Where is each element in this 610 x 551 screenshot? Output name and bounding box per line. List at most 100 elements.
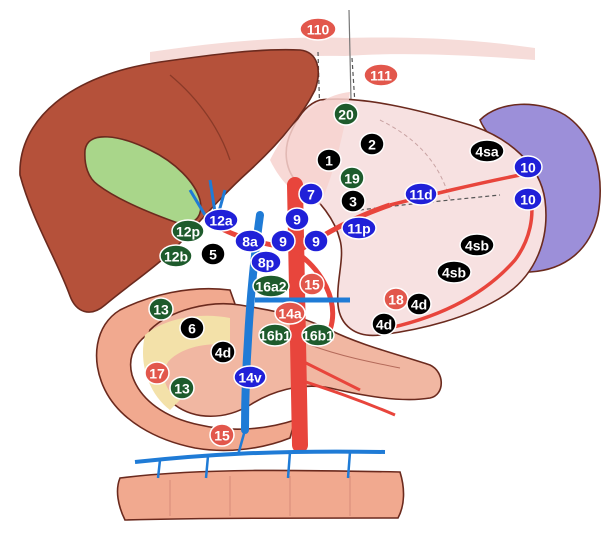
duodenum bbox=[95, 287, 297, 452]
node-label-text: 14a bbox=[278, 306, 302, 322]
node-badge bbox=[284, 207, 310, 231]
jejunum bbox=[116, 469, 405, 521]
lesser-omentum bbox=[270, 92, 350, 205]
node-badge bbox=[469, 139, 505, 163]
node-badge bbox=[513, 155, 543, 179]
node-label-text: 1 bbox=[325, 153, 333, 169]
node-label-text: 2 bbox=[368, 137, 376, 153]
node-badge bbox=[513, 187, 543, 211]
node-label-text: 4sb bbox=[465, 238, 489, 254]
node-label-9: 9 bbox=[270, 229, 296, 253]
node-label-text: 12p bbox=[176, 224, 200, 240]
jejunum-folds bbox=[169, 476, 351, 516]
node-badge bbox=[340, 189, 366, 213]
node-label-text: 4d bbox=[215, 345, 231, 361]
node-label-18: 18 bbox=[383, 287, 409, 311]
node-label-12a: 12a bbox=[203, 208, 239, 232]
node-label-text: 20 bbox=[338, 107, 354, 123]
node-badge bbox=[436, 260, 472, 284]
node-badge bbox=[169, 376, 195, 400]
node-badge bbox=[371, 312, 397, 336]
mesenteric-artery-branches bbox=[299, 358, 396, 417]
node-label-4d: 4d bbox=[210, 340, 236, 364]
node-label-text: 4d bbox=[411, 297, 427, 313]
node-badge bbox=[299, 272, 325, 296]
pancreatic-duct bbox=[309, 344, 401, 369]
node-label-text: 19 bbox=[344, 171, 360, 187]
node-label-text: 8a bbox=[242, 234, 258, 250]
node-label-2: 2 bbox=[359, 132, 385, 156]
node-label-5: 5 bbox=[200, 242, 226, 266]
node-label-16b1: 16b1 bbox=[301, 323, 335, 347]
node-label-text: 4sa bbox=[475, 144, 499, 160]
node-badge bbox=[250, 250, 282, 274]
node-label-text: 9 bbox=[293, 212, 301, 228]
node-label-13: 13 bbox=[169, 376, 195, 400]
node-badge bbox=[359, 132, 385, 156]
node-label-4d: 4d bbox=[371, 312, 397, 336]
diaphragm-midline bbox=[348, 9, 352, 101]
node-label-text: 111 bbox=[370, 68, 392, 84]
node-badge bbox=[171, 219, 205, 243]
node-badge bbox=[234, 229, 266, 253]
node-label-text: 12a bbox=[209, 213, 233, 229]
node-label-text: 9 bbox=[279, 234, 287, 250]
node-label-10: 10 bbox=[513, 155, 543, 179]
node-label-14v: 14v bbox=[233, 365, 267, 389]
node-label-text: 12b bbox=[164, 249, 188, 265]
node-label-7: 7 bbox=[298, 182, 324, 206]
node-label-12b: 12b bbox=[159, 244, 193, 268]
node-badge bbox=[179, 316, 205, 340]
node-badge bbox=[144, 361, 170, 385]
node-badge bbox=[298, 182, 324, 206]
stomach-rugae-line bbox=[379, 119, 451, 201]
node-label-6: 6 bbox=[179, 316, 205, 340]
node-label-3: 3 bbox=[340, 189, 366, 213]
node-badge bbox=[339, 166, 365, 190]
node-badge bbox=[252, 274, 290, 298]
node-badge bbox=[406, 292, 432, 316]
node-label-11p: 11p bbox=[341, 216, 377, 240]
node-label-11d: 11d bbox=[404, 182, 438, 206]
node-label-4sb: 4sb bbox=[436, 260, 472, 284]
node-label-text: 14v bbox=[238, 370, 262, 386]
node-label-text: 8p bbox=[258, 255, 274, 271]
node-badge bbox=[299, 17, 337, 41]
node-label-text: 15 bbox=[214, 428, 230, 444]
node-label-13: 13 bbox=[148, 297, 174, 321]
node-label-text: 4d bbox=[376, 317, 392, 333]
node-label-17: 17 bbox=[144, 361, 170, 385]
node-label-4d: 4d bbox=[406, 292, 432, 316]
splenic-artery bbox=[389, 173, 521, 207]
node-label-110: 110 bbox=[299, 17, 337, 41]
node-label-text: 16a2 bbox=[255, 279, 286, 295]
node-label-20: 20 bbox=[333, 102, 359, 126]
node-badge bbox=[316, 148, 342, 172]
node-label-111: 111 bbox=[363, 63, 399, 87]
node-label-9: 9 bbox=[303, 229, 329, 253]
node-label-15: 15 bbox=[209, 423, 235, 447]
node-label-8a: 8a bbox=[234, 229, 266, 253]
node-badge bbox=[148, 297, 174, 321]
node-badge bbox=[200, 242, 226, 266]
node-label-text: 10 bbox=[520, 192, 536, 208]
node-label-16b1: 16b1 bbox=[258, 323, 292, 347]
node-label-19: 19 bbox=[339, 166, 365, 190]
node-label-text: 13 bbox=[174, 381, 190, 397]
node-label-text: 13 bbox=[153, 302, 169, 318]
node-label-10: 10 bbox=[513, 187, 543, 211]
node-label-15: 15 bbox=[299, 272, 325, 296]
node-label-text: 5 bbox=[209, 247, 217, 263]
node-badge bbox=[233, 365, 267, 389]
node-badge bbox=[159, 244, 193, 268]
node-label-text: 4sb bbox=[442, 265, 466, 281]
gastroepiploic-artery bbox=[379, 194, 534, 332]
node-label-8p: 8p bbox=[250, 250, 282, 274]
node-label-12p: 12p bbox=[171, 219, 205, 243]
node-badge bbox=[274, 301, 306, 325]
node-badge bbox=[341, 216, 377, 240]
node-label-text: 11d bbox=[409, 187, 432, 203]
